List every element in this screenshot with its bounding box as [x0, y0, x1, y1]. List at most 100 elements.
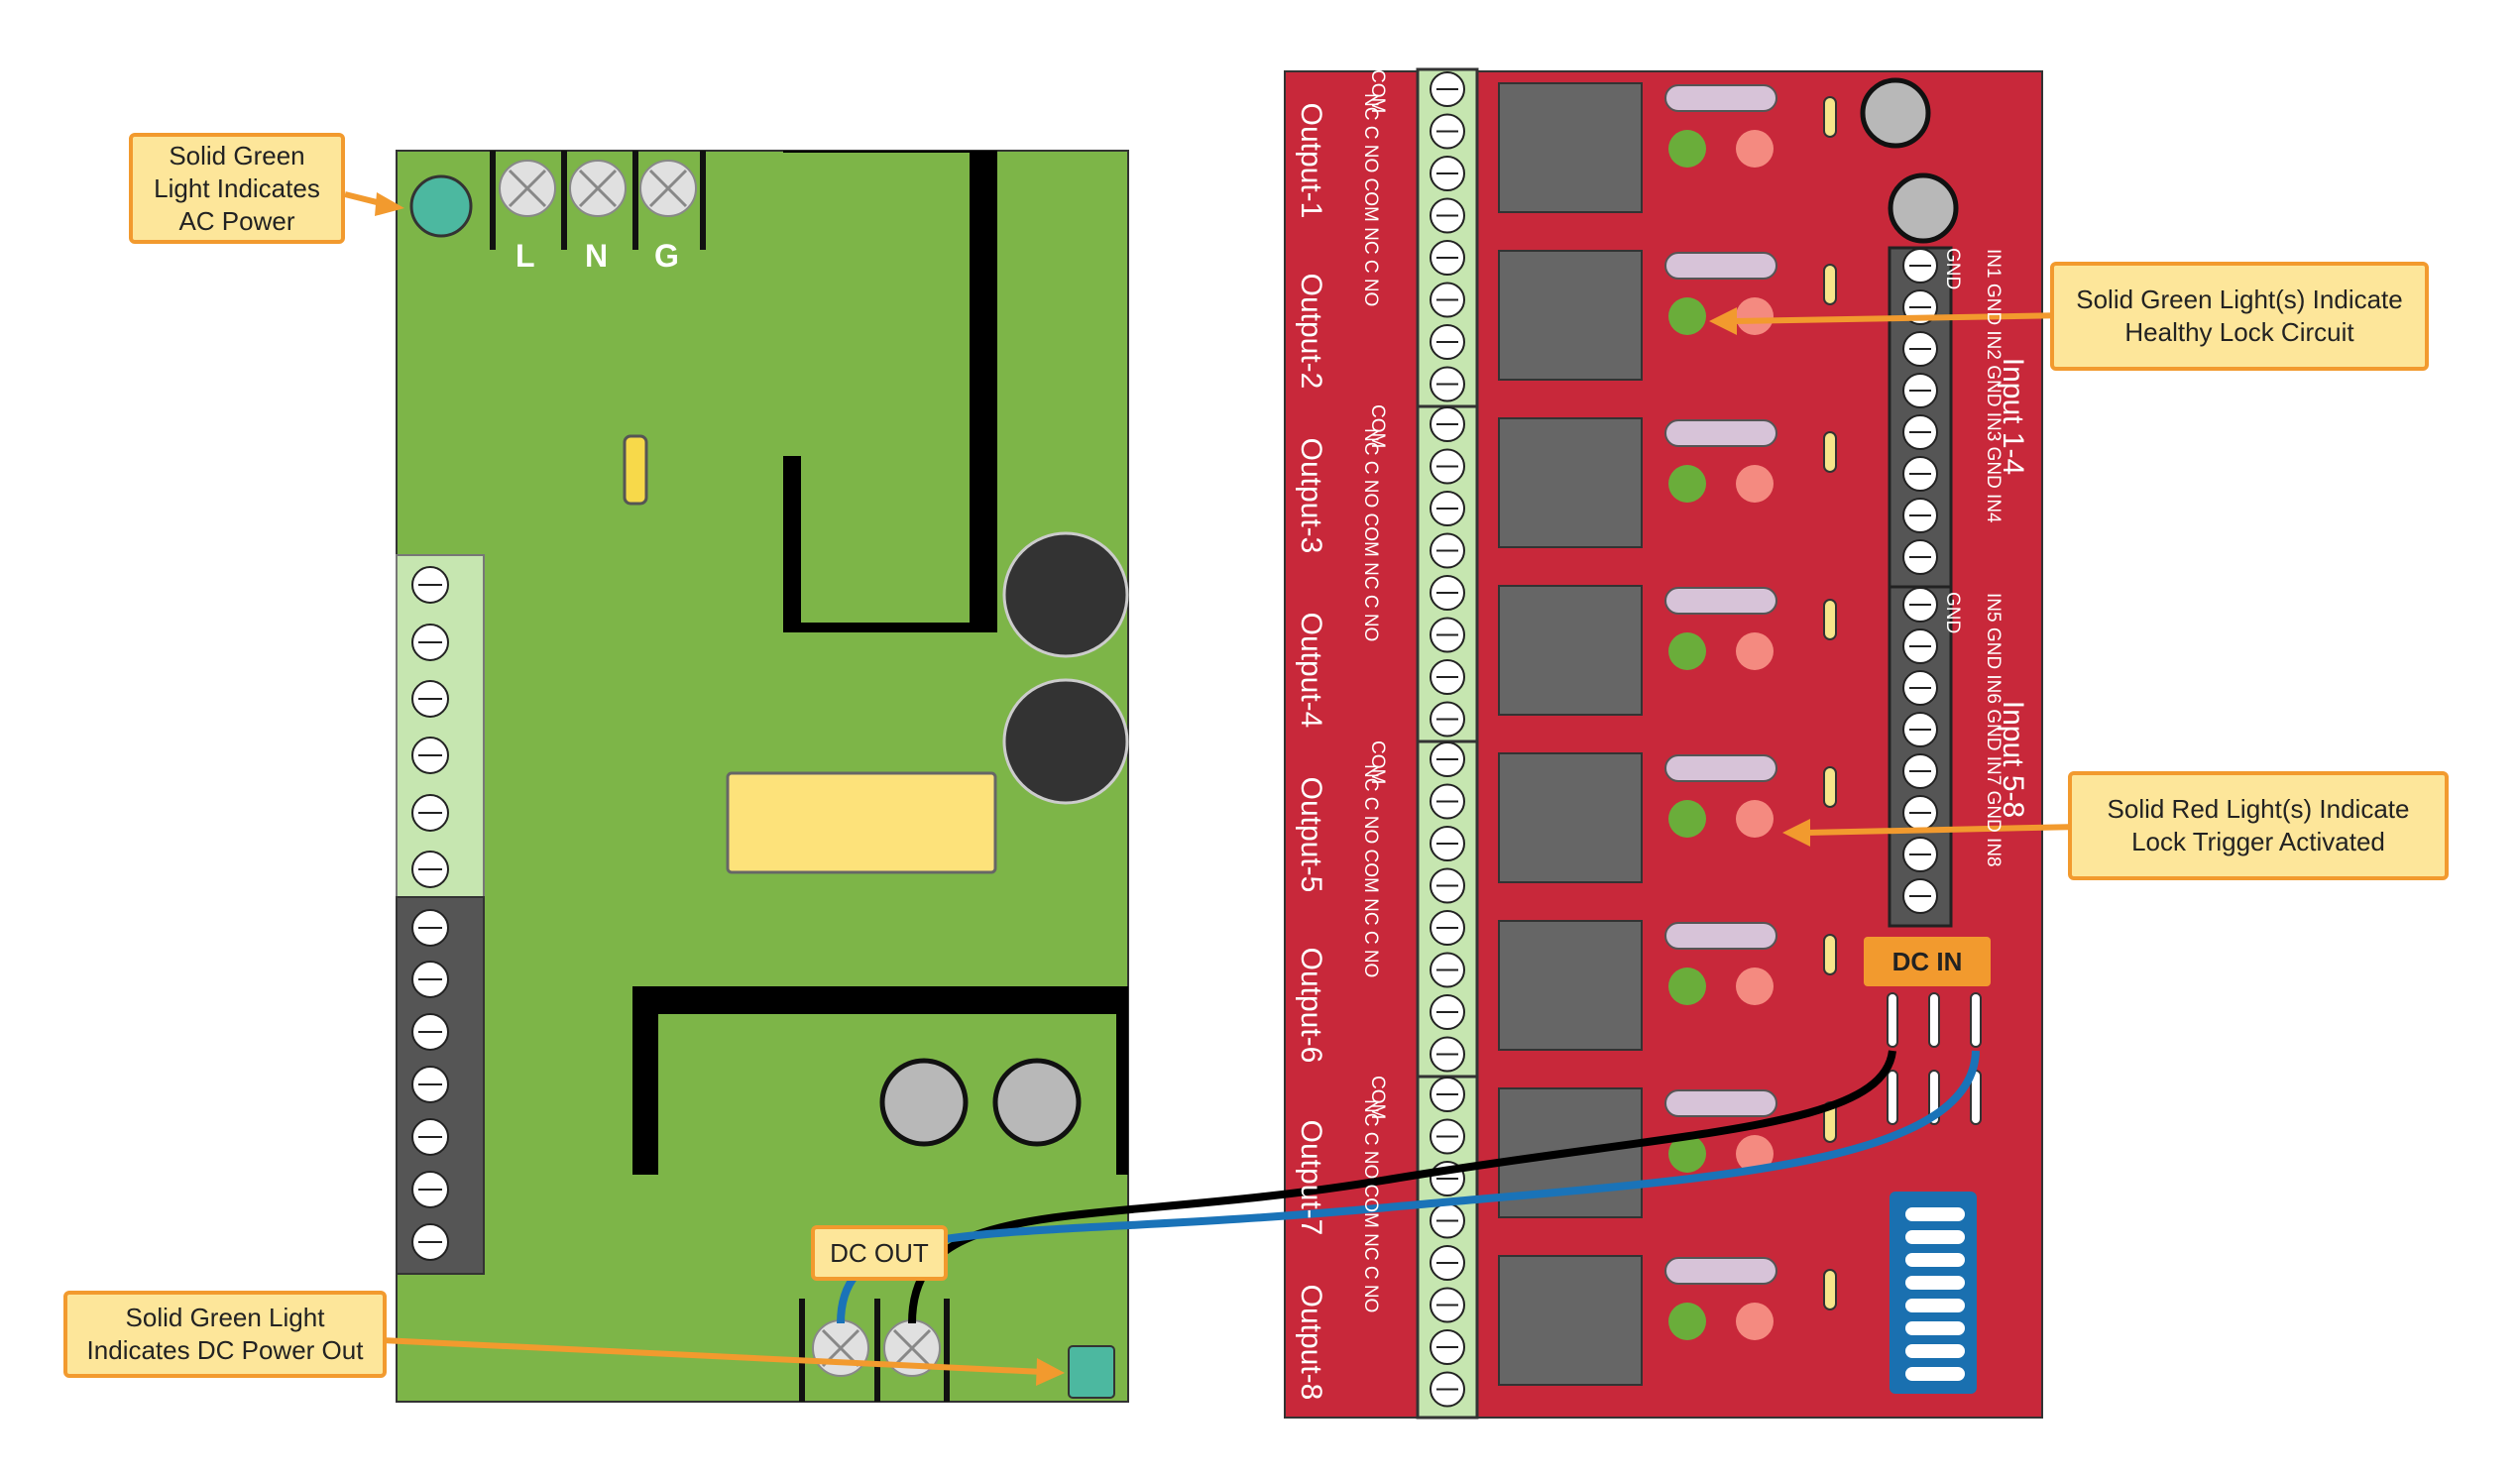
output-com-group-2: COM: [1367, 404, 1388, 449]
output-screw: [1430, 156, 1465, 191]
output-screw: [1430, 1077, 1465, 1112]
input-screw: [1902, 498, 1938, 533]
led-green: [1668, 297, 1706, 335]
relay-module: [1498, 752, 1837, 883]
dip-switch[interactable]: [1890, 1192, 1977, 1394]
relay-fuse: [1823, 599, 1837, 640]
input-screw: [1902, 414, 1938, 450]
callout-healthy-lock: Solid Green Light(s) Indicate Healthy Lo…: [2050, 262, 2429, 371]
dc-power-led: [1068, 1345, 1115, 1399]
arrow-ac-power: [344, 191, 404, 216]
output-screw: [1430, 1202, 1465, 1239]
led-green: [1668, 1135, 1706, 1173]
terminal-strip-dark-screws: [411, 909, 449, 1261]
dip-lever[interactable]: [1905, 1207, 1965, 1221]
dip-lever[interactable]: [1905, 1253, 1965, 1267]
output-label-1: Output-1: [1295, 102, 1327, 219]
led-green: [1668, 632, 1706, 670]
terminal-strip-light-screws: [411, 566, 449, 888]
input-screw: [1902, 331, 1938, 367]
relay: [1498, 585, 1643, 716]
relay-module: [1498, 82, 1837, 213]
input-gnd-5-8: GND: [1942, 592, 1963, 634]
relay-fuse: [1823, 1269, 1837, 1310]
resistor: [1664, 419, 1777, 447]
callout-dc-power-out: Solid Green Light Indicates DC Power Out: [63, 1291, 387, 1378]
dip-lever[interactable]: [1905, 1321, 1965, 1335]
relay-module: [1498, 1255, 1837, 1386]
output-screw: [1430, 532, 1465, 569]
output-screw: [1430, 741, 1465, 777]
capacitor: [1002, 531, 1129, 658]
capacitor: [1002, 678, 1129, 805]
output-screw: [1430, 406, 1465, 442]
dc-out-screw-1: [812, 1319, 869, 1377]
terminal-screw-g: [639, 160, 697, 217]
output-label-8: Output-8: [1295, 1284, 1327, 1401]
relay-fuse: [1823, 96, 1837, 138]
relay: [1498, 752, 1643, 883]
ac-terminal-block: [490, 151, 706, 250]
output-screw: [1430, 952, 1465, 988]
ac-power-led: [409, 174, 473, 238]
input-screw: [1902, 587, 1938, 623]
dip-lever[interactable]: [1905, 1230, 1965, 1244]
relay: [1498, 417, 1643, 548]
resistor: [1664, 84, 1777, 112]
terminal-screw-l: [499, 160, 556, 217]
relay: [1498, 250, 1643, 381]
output-screw: [1430, 701, 1465, 738]
led-red: [1736, 967, 1774, 1005]
dip-lever[interactable]: [1905, 1367, 1965, 1381]
terminal-label-g: G: [654, 238, 679, 274]
dip-lever[interactable]: [1905, 1299, 1965, 1312]
input-pins-5-8: IN5 GND IN6 GND IN7 GND IN8: [1983, 593, 2004, 867]
input-screw: [1902, 670, 1938, 706]
dip-lever[interactable]: [1905, 1344, 1965, 1358]
input-screw: [1902, 628, 1938, 664]
led-green: [1668, 967, 1706, 1005]
arrow-lock-trigger: [1782, 819, 2081, 847]
pcb-trace: [783, 456, 801, 630]
led-red: [1736, 465, 1774, 503]
relay-module: [1498, 920, 1837, 1051]
input-terminal-screws: [1902, 248, 1938, 914]
input-screw: [1902, 837, 1938, 872]
output-screw: [1430, 448, 1465, 485]
input-screw: [1902, 878, 1938, 914]
output-pins-group-2: NC C NO COM NC C NO: [1360, 428, 1381, 642]
output-screw: [1430, 910, 1465, 946]
led-red: [1736, 800, 1774, 838]
output-screw: [1430, 1371, 1465, 1408]
output-screw: [1430, 366, 1465, 402]
led-green: [1668, 1303, 1706, 1340]
dip-lever[interactable]: [1905, 1276, 1965, 1290]
input-screw: [1902, 795, 1938, 831]
resistor: [1664, 754, 1777, 782]
terminal-label-n: N: [585, 238, 609, 274]
resistor: [1664, 587, 1777, 615]
terminal-screw-n: [569, 160, 627, 217]
led-red: [1736, 1303, 1774, 1340]
output-screw: [1430, 113, 1465, 150]
relay-fuse: [1823, 766, 1837, 808]
relay-module: [1498, 417, 1837, 548]
relay-module: [1498, 585, 1837, 716]
output-label-5: Output-5: [1295, 776, 1327, 893]
led-red: [1736, 632, 1774, 670]
output-screw: [1430, 197, 1465, 234]
output-screw: [1430, 1329, 1465, 1365]
input-screw: [1902, 373, 1938, 408]
capacitor: [992, 1058, 1082, 1147]
output-screw: [1430, 71, 1465, 107]
output-screw: [1430, 491, 1465, 526]
relay-fuse: [1823, 431, 1837, 473]
output-label-3: Output-3: [1295, 437, 1327, 554]
output-screw: [1430, 867, 1465, 904]
relay: [1498, 920, 1643, 1051]
resistor: [1664, 1089, 1777, 1117]
output-terminal-screws: [1418, 71, 1477, 1408]
terminal-label-l: L: [515, 238, 535, 274]
resistor: [1664, 252, 1777, 280]
